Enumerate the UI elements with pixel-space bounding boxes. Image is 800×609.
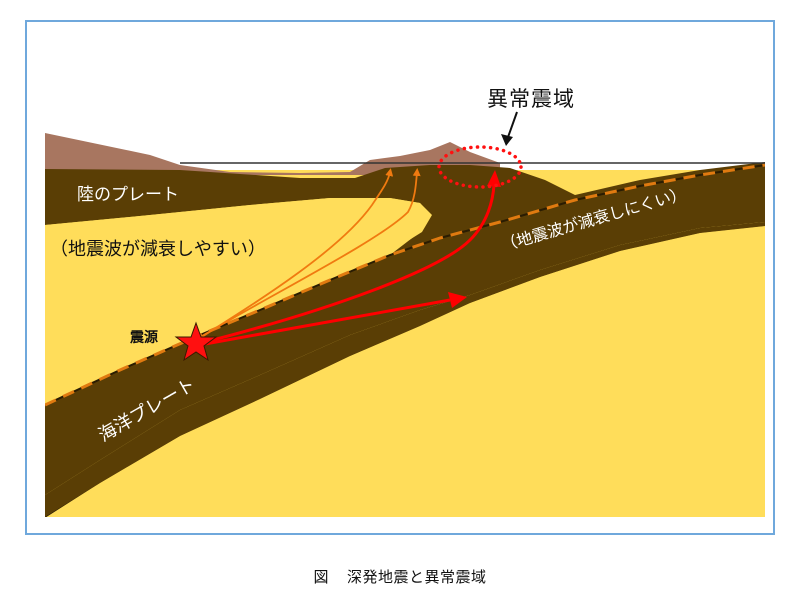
mantle-wedge	[45, 198, 432, 405]
caption-prefix: 図	[313, 568, 329, 586]
continental-plate	[45, 162, 765, 495]
arrow-down-icon	[506, 111, 518, 141]
continental-crust	[45, 133, 500, 175]
arrowhead-red-curved	[487, 170, 501, 187]
wave-arrow-orange-1	[199, 168, 394, 339]
anomalous-area-marker	[437, 145, 523, 189]
hypocenter-label: 震源	[129, 329, 158, 346]
star-icon	[174, 321, 218, 362]
figure-caption: 図深発地震と異常震域	[0, 566, 800, 587]
wave-arrow-orange-2	[201, 168, 421, 337]
continental-note-label: （地震波が減衰しやすい）	[50, 239, 266, 260]
arrowhead-red-straight	[448, 292, 467, 308]
wave-arrow-red-straight	[204, 298, 451, 346]
wave-arrow-red-curved	[204, 184, 496, 344]
caption-title: 深発地震と異常震域	[347, 568, 487, 586]
continental-plate-label: 陸のプレート	[77, 185, 179, 205]
anomalous-area-label: 異常震域	[487, 87, 575, 111]
